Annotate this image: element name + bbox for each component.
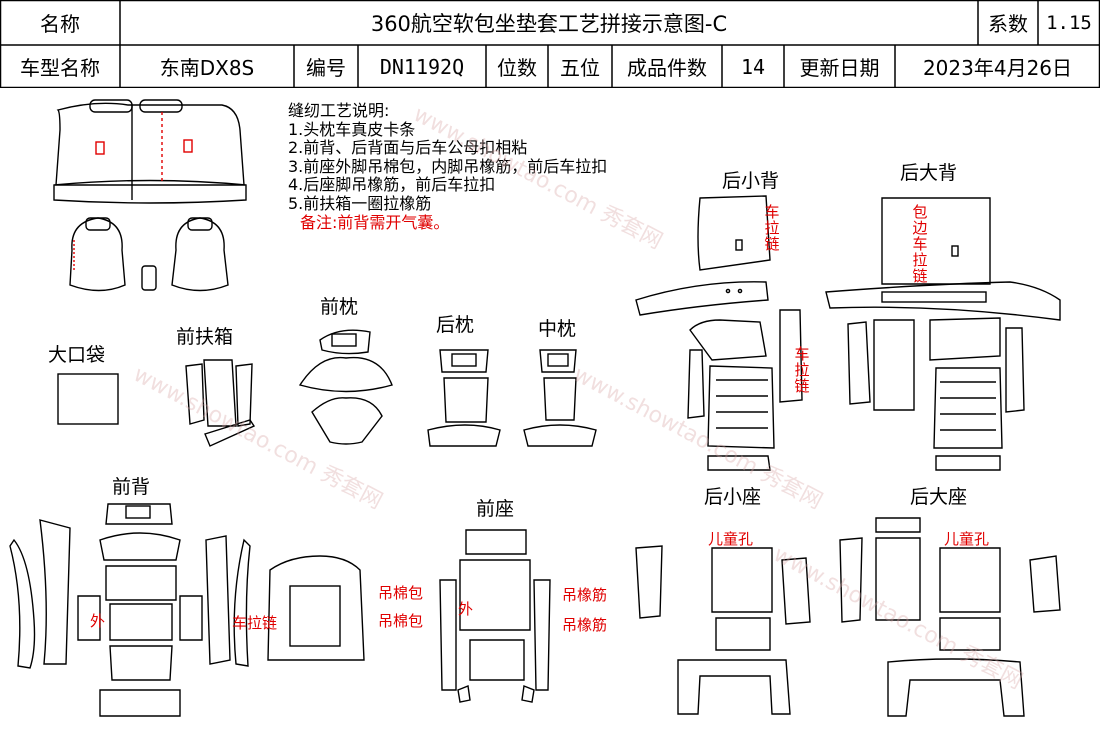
header-table: 名称 360航空软包坐垫套工艺拼接示意图-C 系数 1.15 车型名称 东南DX… — [0, 0, 1100, 88]
coef-label: 系数 — [988, 12, 1028, 36]
middle-pillow-pieces — [523, 349, 597, 447]
notes-heading: 缝纫工艺说明: — [288, 101, 390, 120]
label-rear-pillow: 后枕 — [436, 314, 475, 336]
note-item: 1.头枕车真皮卡条 — [288, 119, 416, 139]
label-front-seat: 前座 — [476, 498, 515, 520]
rear-big-back-pieces — [825, 197, 1061, 471]
label-front-armrest: 前扶箱 — [176, 326, 234, 348]
front-pillow-pieces — [298, 329, 393, 445]
code-value: DN1192Q — [379, 54, 465, 79]
code-label: 编号 — [306, 56, 346, 80]
zipper-note-front-back: 车拉链 — [232, 614, 278, 632]
cotton-pack-note-1: 吊棉包 — [378, 584, 424, 602]
notes-remark: 备注:前背需开气囊。 — [300, 212, 450, 232]
model-value: 东南DX8S — [159, 56, 255, 80]
big-pocket-piece — [57, 373, 119, 425]
note-item: 5.前扶箱一圈拉橡筋 — [288, 193, 432, 213]
zipper-note-small-back-side: 车拉链 — [794, 345, 810, 395]
label-rear-small-seat: 后小座 — [704, 486, 762, 508]
child-hole-note-big: 儿童孔 — [944, 530, 990, 548]
sewing-notes: 缝纫工艺说明: 1.头枕车真皮卡条 2.前背、后背面与后车公母扣相粘 3.前座外… — [288, 101, 608, 232]
note-item: 4.后座脚吊橡筋，前后车拉扣 — [288, 175, 496, 195]
coef-value: 1.15 — [1046, 11, 1092, 34]
label-middle-pillow: 中枕 — [538, 318, 577, 340]
edge-zipper-note: 包边车拉链 — [912, 203, 928, 285]
date-label: 更新日期 — [799, 56, 880, 80]
front-back-pieces — [9, 503, 251, 717]
rear-pillow-pieces — [427, 349, 501, 447]
date-value: 2023年4月26日 — [922, 56, 1073, 80]
rear-seat-overview — [53, 99, 247, 204]
rear-small-seat-pieces — [635, 545, 811, 715]
name-label: 名称 — [40, 12, 80, 36]
front-seats-overview — [69, 217, 229, 292]
front-seat-pieces — [267, 529, 551, 703]
front-armrest-pieces — [185, 359, 256, 447]
outer-note-front-seat: 外 — [458, 600, 474, 618]
rear-big-seat-pieces — [839, 517, 1061, 717]
rubber-band-note-1: 吊橡筋 — [562, 586, 608, 604]
label-rear-big-seat: 后大座 — [910, 486, 968, 508]
page-title: 360航空软包坐垫套工艺拼接示意图-C — [370, 11, 728, 36]
zipper-note-small-back: 车拉链 — [764, 203, 780, 253]
note-item: 3.前座外脚吊棉包，内脚吊橡筋，前后车拉扣 — [288, 156, 608, 176]
seats-label: 位数 — [497, 56, 537, 80]
pieces-value: 14 — [740, 54, 766, 79]
label-front-pillow: 前枕 — [320, 296, 359, 318]
label-big-pocket: 大口袋 — [48, 344, 106, 366]
rear-small-back-pieces — [635, 195, 803, 471]
outer-note-front-back: 外 — [90, 612, 106, 630]
note-item: 2.前背、后背面与后车公母扣相粘 — [288, 138, 528, 158]
pieces-label: 成品件数 — [627, 56, 707, 80]
child-hole-note-small: 儿童孔 — [708, 530, 754, 548]
label-rear-small-back: 后小背 — [722, 170, 780, 192]
label-rear-big-back: 后大背 — [900, 162, 958, 184]
cotton-pack-note-2: 吊棉包 — [378, 612, 424, 630]
seats-value: 五位 — [560, 56, 600, 80]
rubber-band-note-2: 吊橡筋 — [562, 616, 608, 634]
label-front-back: 前背 — [112, 476, 151, 498]
model-label: 车型名称 — [20, 56, 100, 80]
